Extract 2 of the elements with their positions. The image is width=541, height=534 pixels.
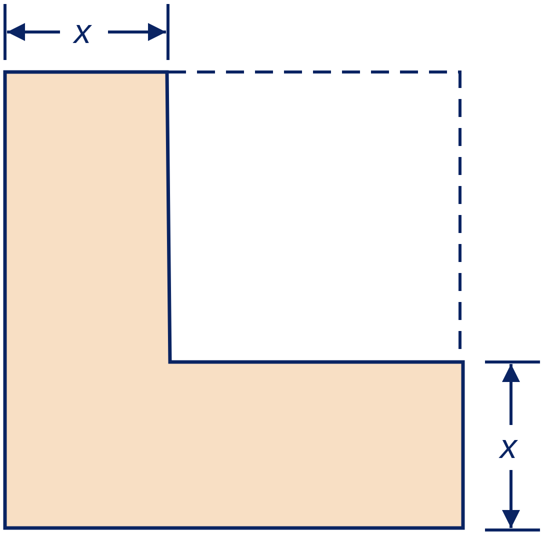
dimension-label: x [500, 430, 517, 464]
dimension-label: x [74, 15, 91, 49]
